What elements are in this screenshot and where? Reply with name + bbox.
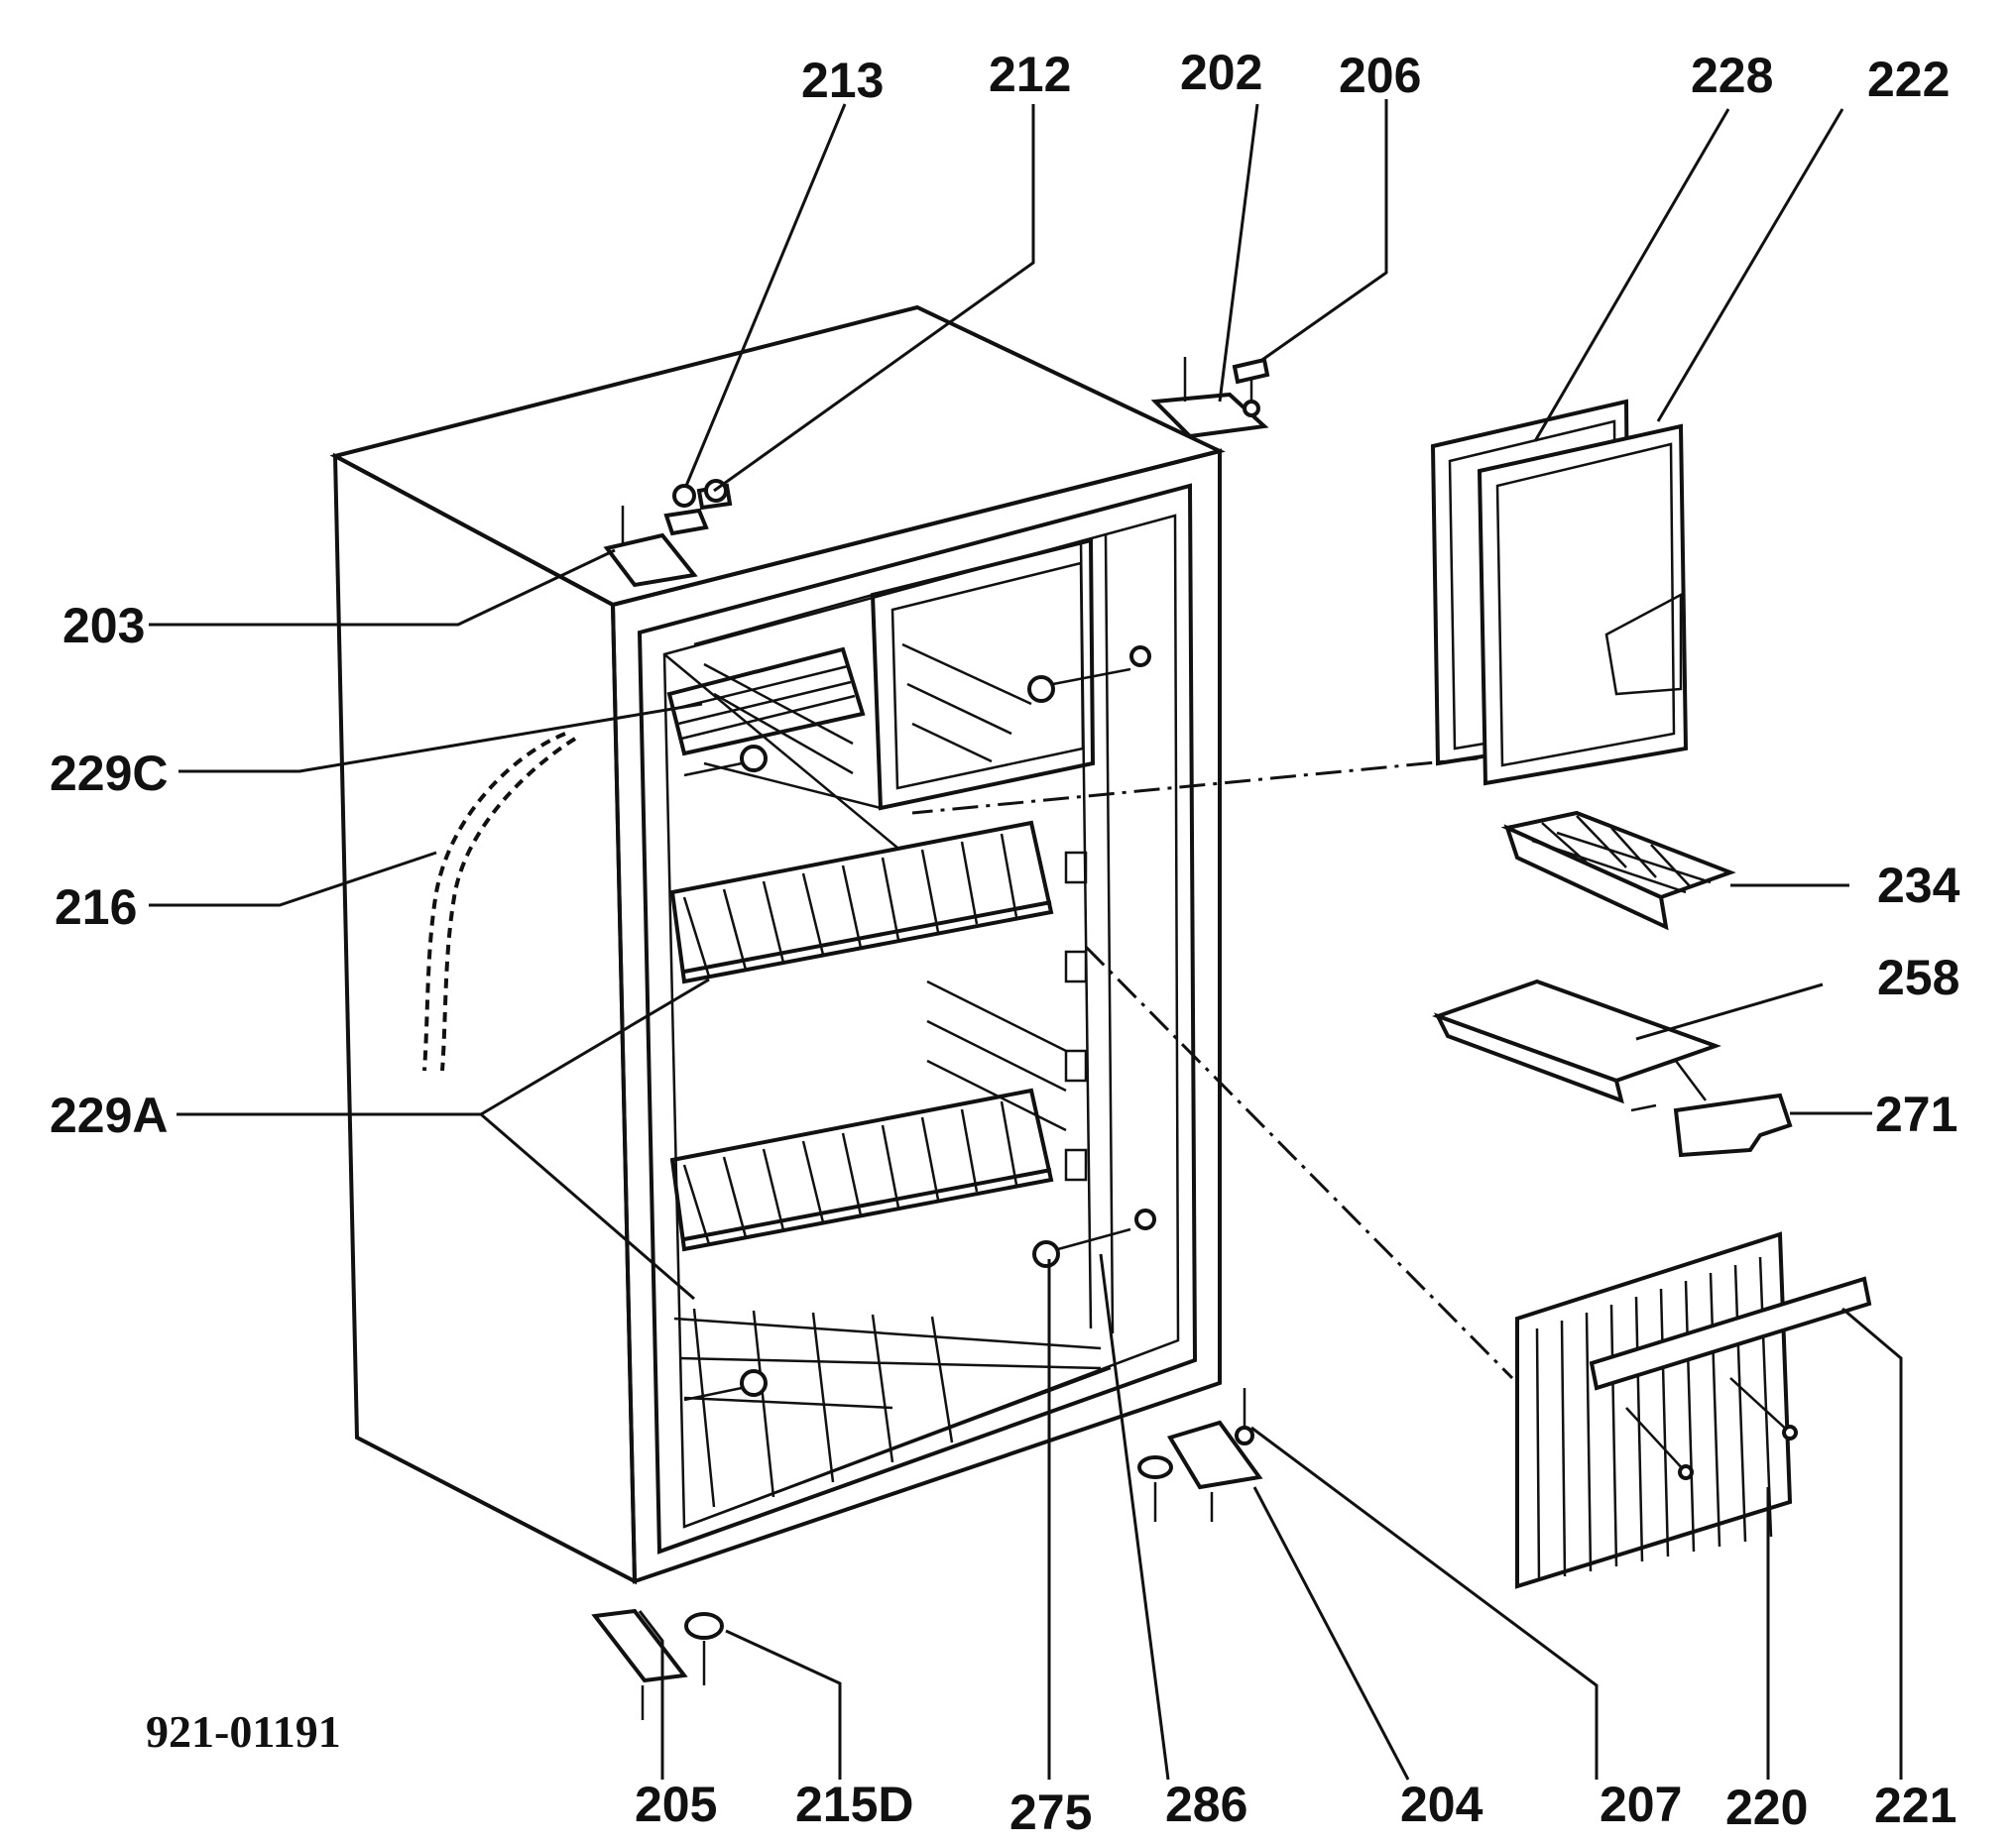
drip-tray <box>1432 979 1721 1104</box>
freezer-compartment <box>693 537 1096 811</box>
callout-203: 203 <box>62 598 145 653</box>
callout-258: 258 <box>1877 950 1959 1005</box>
callout-275: 275 <box>1009 1785 1092 1840</box>
bottom-hinge-right <box>1137 1388 1263 1522</box>
callout-229A: 229A <box>50 1088 169 1143</box>
door-handle <box>1589 1276 1872 1480</box>
callout-229C: 229C <box>50 746 169 801</box>
bottom-hinge-left <box>591 1608 724 1720</box>
refrigerator-cabinet <box>329 304 1226 1585</box>
wire-shelf-upper <box>666 646 866 756</box>
callout-221: 221 <box>1874 1778 1957 1833</box>
callout-220: 220 <box>1725 1780 1808 1835</box>
callout-202: 202 <box>1180 45 1262 100</box>
mounting-screws <box>683 645 1156 1402</box>
top-hinge-left <box>603 479 733 588</box>
callout-271: 271 <box>1875 1087 1957 1142</box>
cabinet-front-frame <box>610 448 1222 1584</box>
wire-shelf-middle <box>669 820 1054 984</box>
callout-213: 213 <box>801 53 884 108</box>
shelf-rails <box>926 851 1088 1182</box>
callout-216: 216 <box>55 879 137 935</box>
ice-cube-tray <box>1500 810 1736 931</box>
leader-lines <box>149 99 1903 1781</box>
callout-222: 222 <box>1867 52 1950 107</box>
main-door-panel <box>1515 1231 1793 1589</box>
floor-grid <box>673 1308 1102 1508</box>
callout-204: 204 <box>1400 1777 1483 1832</box>
callout-212: 212 <box>989 47 1071 102</box>
callout-215D: 215D <box>795 1777 914 1832</box>
top-hinge-right <box>1150 357 1270 439</box>
drip-tray-bracket <box>1630 1093 1793 1158</box>
cabinet-top-panel <box>329 304 1226 608</box>
wire-shelf-lower <box>669 1088 1054 1252</box>
callout-206: 206 <box>1339 48 1421 103</box>
callout-207: 207 <box>1600 1777 1682 1832</box>
figure-id: 921-01191 <box>146 1706 341 1757</box>
callout-205: 205 <box>635 1777 717 1832</box>
callout-228: 228 <box>1691 48 1773 103</box>
cabinet-opening <box>637 483 1198 1555</box>
drain-hose <box>422 732 566 1072</box>
callout-234: 234 <box>1877 858 1960 913</box>
callout-286: 286 <box>1165 1777 1247 1832</box>
freezer-door-panel <box>1477 423 1689 786</box>
